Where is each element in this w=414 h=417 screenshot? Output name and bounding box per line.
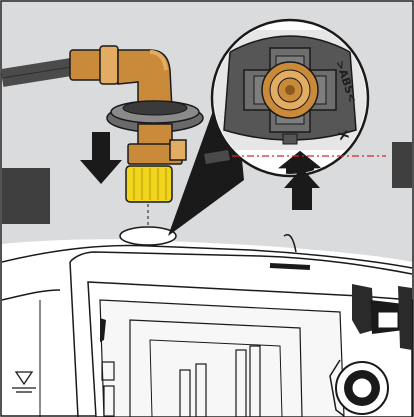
detail-view: >ABS< X bbox=[210, 18, 370, 178]
brass-elbow-connector bbox=[69, 45, 173, 111]
mounting-hole bbox=[119, 226, 177, 246]
valve-clamp-ring bbox=[106, 100, 204, 133]
yellow-cap bbox=[125, 165, 173, 203]
brass-valve-body bbox=[127, 123, 187, 165]
appliance-housing bbox=[1, 234, 413, 417]
right-dark-block bbox=[392, 142, 412, 188]
arrow-up-icon bbox=[284, 168, 320, 210]
left-dark-block bbox=[2, 168, 50, 224]
arrow-down-icon bbox=[80, 132, 122, 184]
housing-tab bbox=[204, 150, 230, 164]
water-level-icon bbox=[12, 371, 36, 393]
housing-slot bbox=[269, 262, 311, 271]
lower-mechanism bbox=[87, 281, 413, 417]
